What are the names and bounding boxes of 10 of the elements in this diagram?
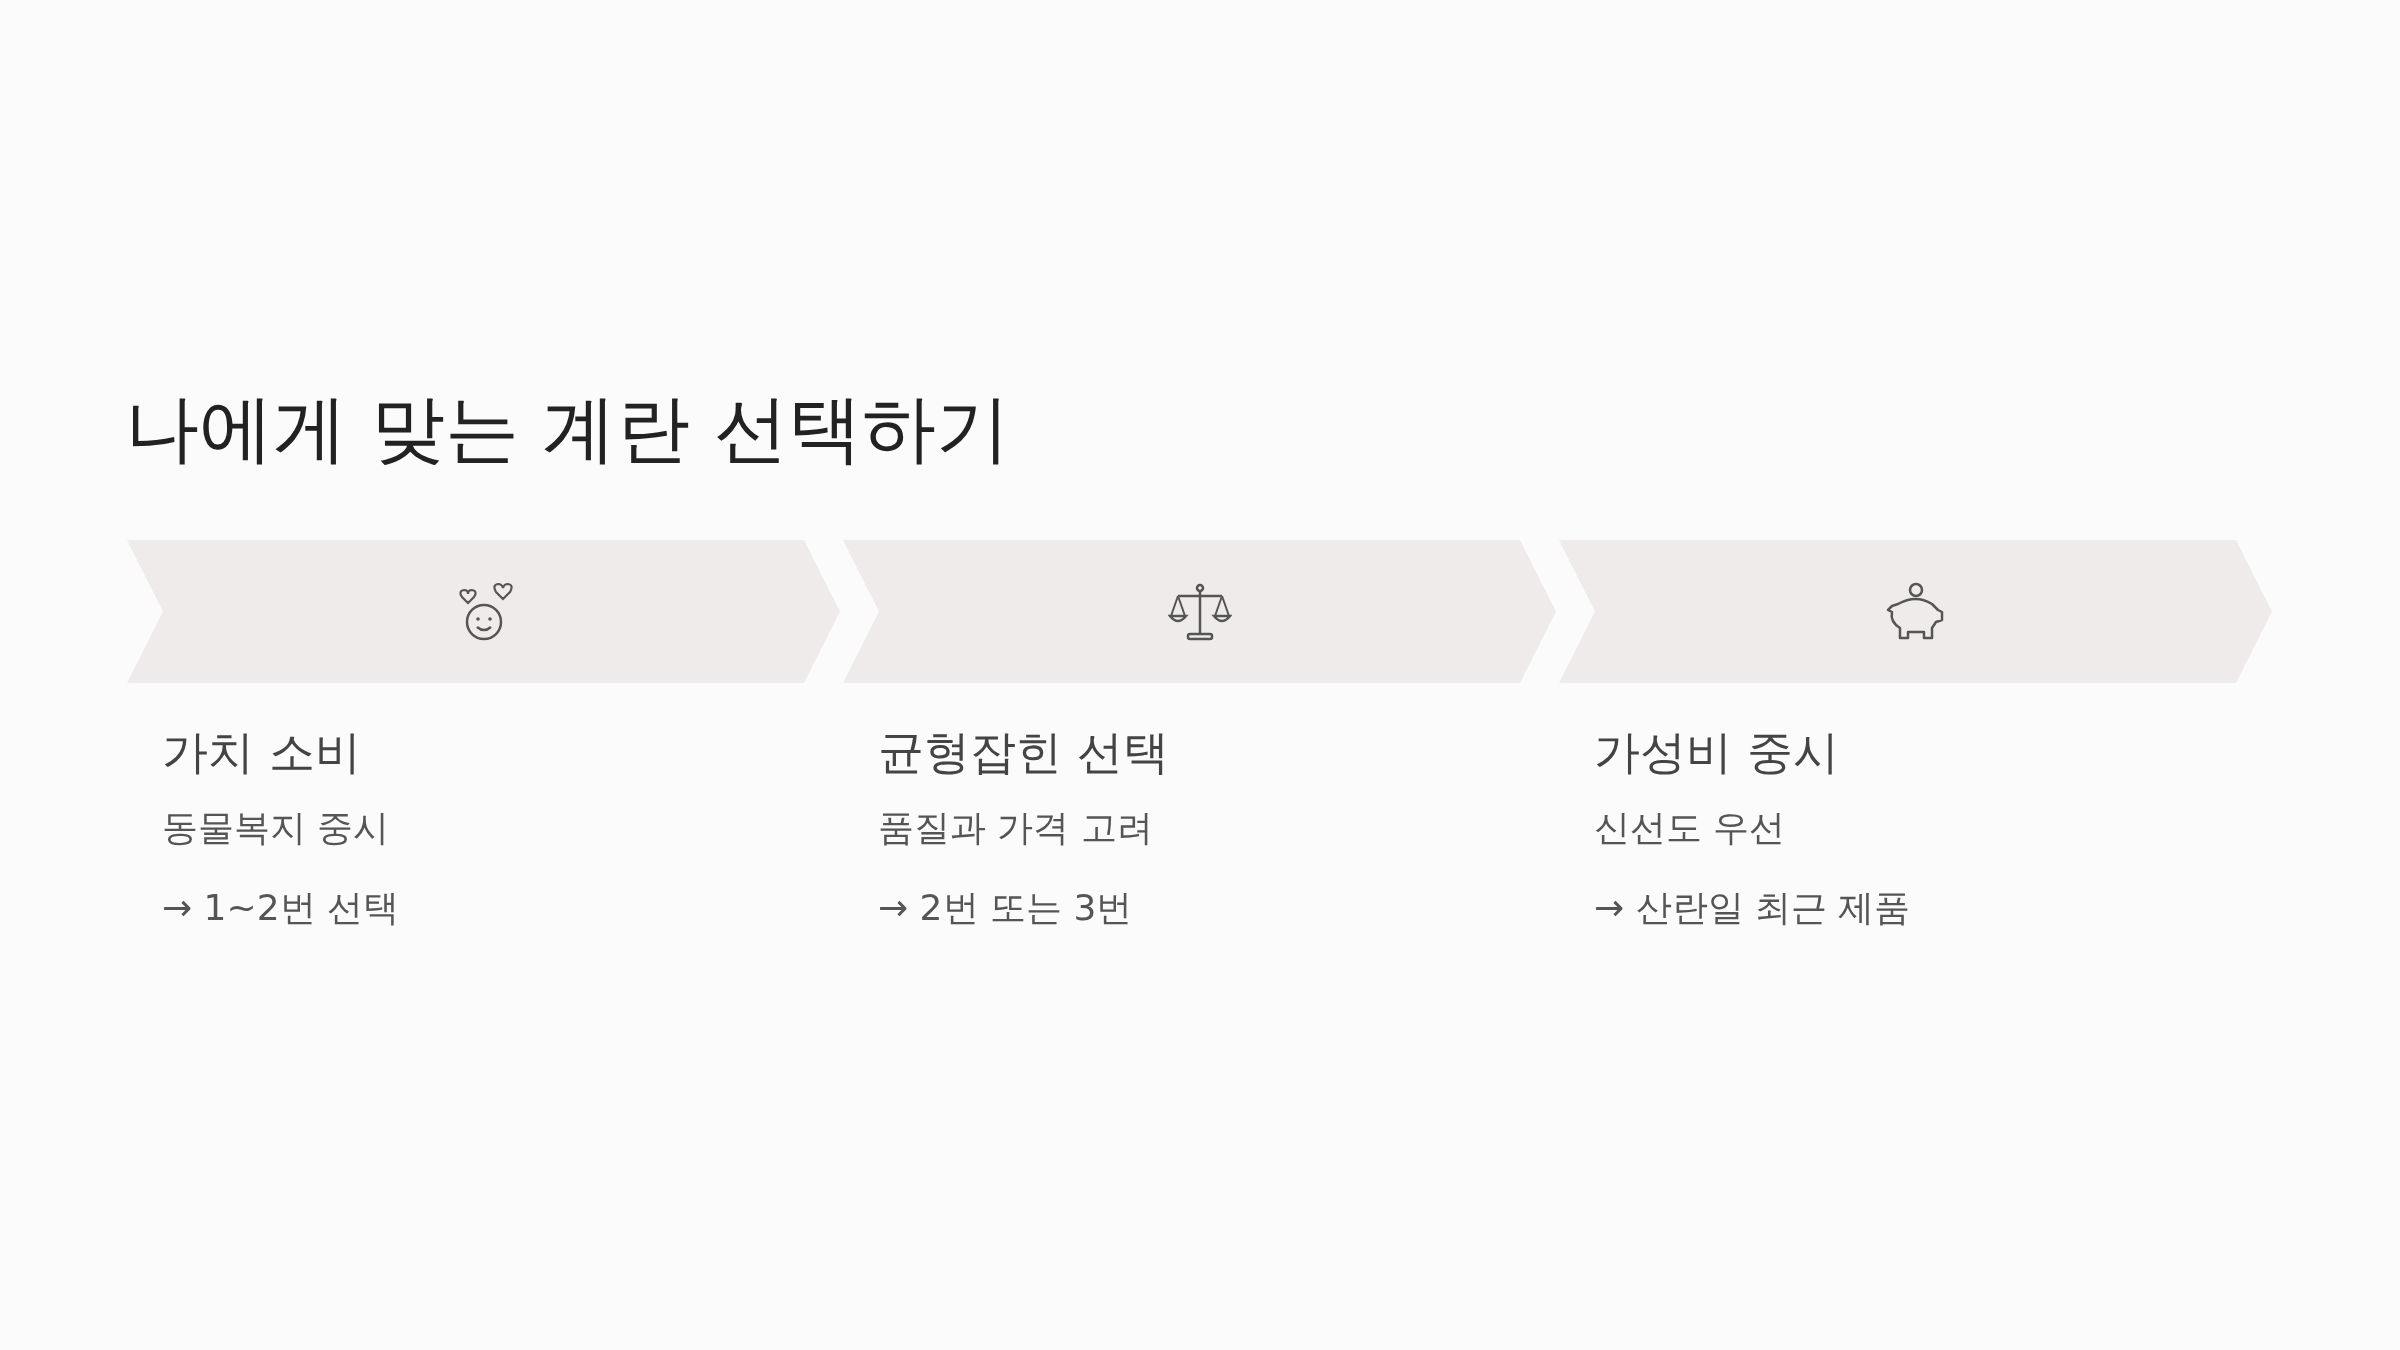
step-heading: 균형잡힌 선택 [878, 724, 1169, 781]
slide-title: 나에게 맞는 계란 선택하기 [125, 384, 1010, 473]
step-heading: 가성비 중시 [1594, 724, 1839, 781]
step-description: 품질과 가격 고려 [878, 806, 1153, 850]
step-description: 동물복지 중시 [162, 806, 390, 850]
step-result: → 1~2번 선택 [162, 886, 400, 930]
step-result: → 산란일 최근 제품 [1594, 886, 1911, 930]
step-description: 신선도 우선 [1594, 806, 1786, 850]
step-result: → 2번 또는 3번 [878, 886, 1133, 930]
step-heading: 가치 소비 [162, 724, 361, 781]
